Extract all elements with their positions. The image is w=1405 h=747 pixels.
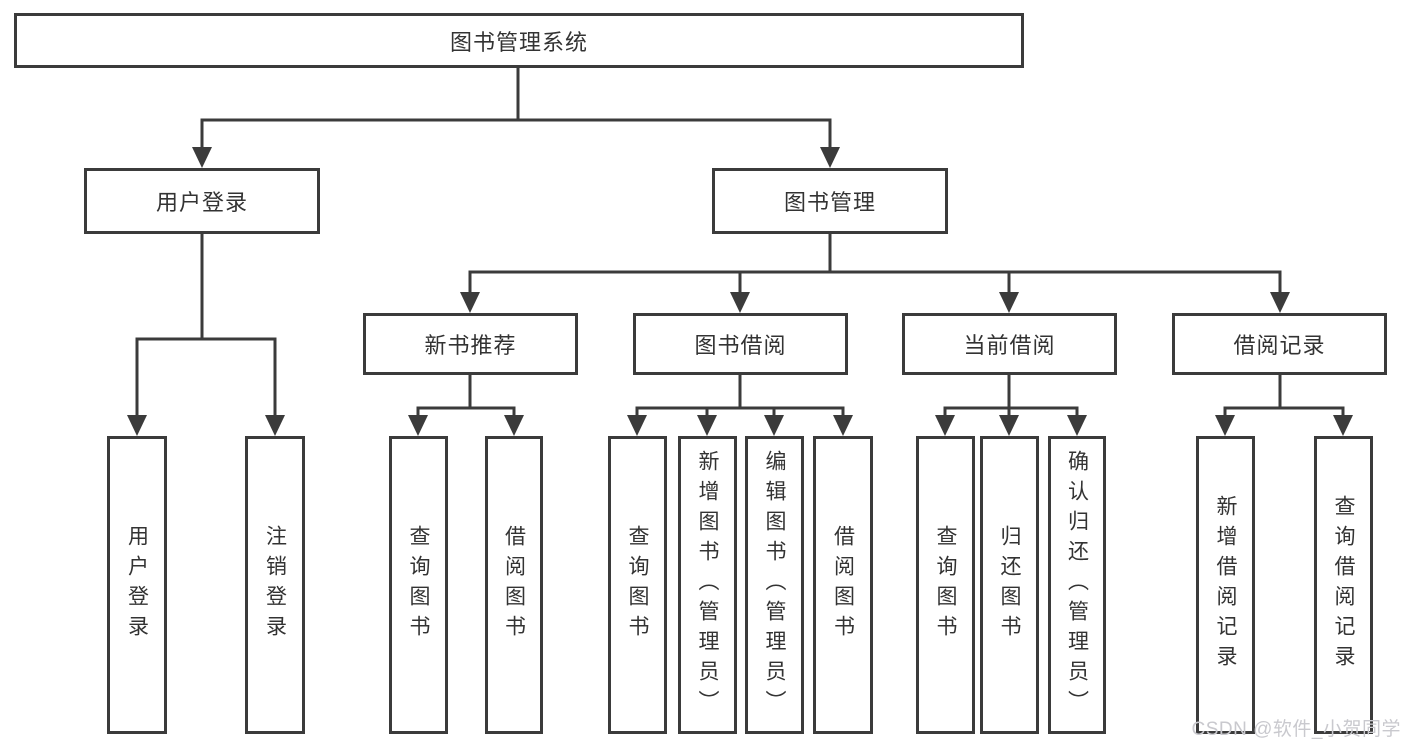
- node-label: 新书推荐: [424, 333, 517, 358]
- leaf-br-query-record: 查询借阅记录: [1314, 436, 1373, 734]
- node-label: 编辑图书（管理员）: [763, 450, 786, 720]
- node-label: 图书管理系统: [449, 29, 588, 55]
- leaf-nb-borrow-books: 借阅图书: [485, 436, 543, 734]
- leaf-bb-borrow-books: 借阅图书: [813, 436, 873, 734]
- node-user-login: 用户登录: [84, 168, 320, 234]
- node-root: 图书管理系统: [14, 13, 1024, 68]
- node-borrow-records: 借阅记录: [1172, 313, 1387, 375]
- node-book-borrow: 图书借阅: [633, 313, 848, 375]
- node-label: 用户登录: [125, 525, 149, 645]
- node-label: 图书管理: [783, 190, 876, 215]
- node-label: 新增借阅记录: [1214, 495, 1237, 675]
- leaf-user-login: 用户登录: [107, 436, 167, 734]
- node-label: 查询借阅记录: [1332, 495, 1355, 675]
- node-label: 借阅图书: [831, 525, 855, 645]
- node-label: 用户登录: [155, 190, 248, 215]
- node-label: 确认归还（管理员）: [1065, 450, 1089, 720]
- leaf-bb-add-book-admin: 新增图书（管理员）: [678, 436, 737, 734]
- leaf-cb-confirm-return-admin: 确认归还（管理员）: [1048, 436, 1106, 734]
- leaf-cb-return-books: 归还图书: [980, 436, 1039, 734]
- node-label: 查询图书: [934, 525, 957, 645]
- node-label: 借阅记录: [1233, 333, 1326, 358]
- node-current-borrow: 当前借阅: [902, 313, 1117, 375]
- leaf-cb-query-books: 查询图书: [916, 436, 975, 734]
- node-label: 当前借阅: [963, 333, 1056, 358]
- node-label: 新增图书（管理员）: [696, 450, 719, 720]
- node-book-management: 图书管理: [712, 168, 948, 234]
- watermark: CSDN @软件_小贺同学: [1191, 719, 1401, 740]
- node-label: 查询图书: [626, 525, 649, 645]
- node-label: 借阅图书: [502, 525, 526, 645]
- node-new-book-recommend: 新书推荐: [363, 313, 578, 375]
- leaf-bb-query-books: 查询图书: [608, 436, 667, 734]
- node-label: 注销登录: [263, 525, 287, 645]
- node-label: 查询图书: [407, 525, 430, 645]
- node-label: 图书借阅: [694, 333, 787, 358]
- leaf-br-add-record: 新增借阅记录: [1196, 436, 1255, 734]
- leaf-logout: 注销登录: [245, 436, 305, 734]
- leaf-bb-edit-book-admin: 编辑图书（管理员）: [745, 436, 804, 734]
- node-label: 归还图书: [998, 525, 1021, 645]
- leaf-nb-query-books: 查询图书: [389, 436, 448, 734]
